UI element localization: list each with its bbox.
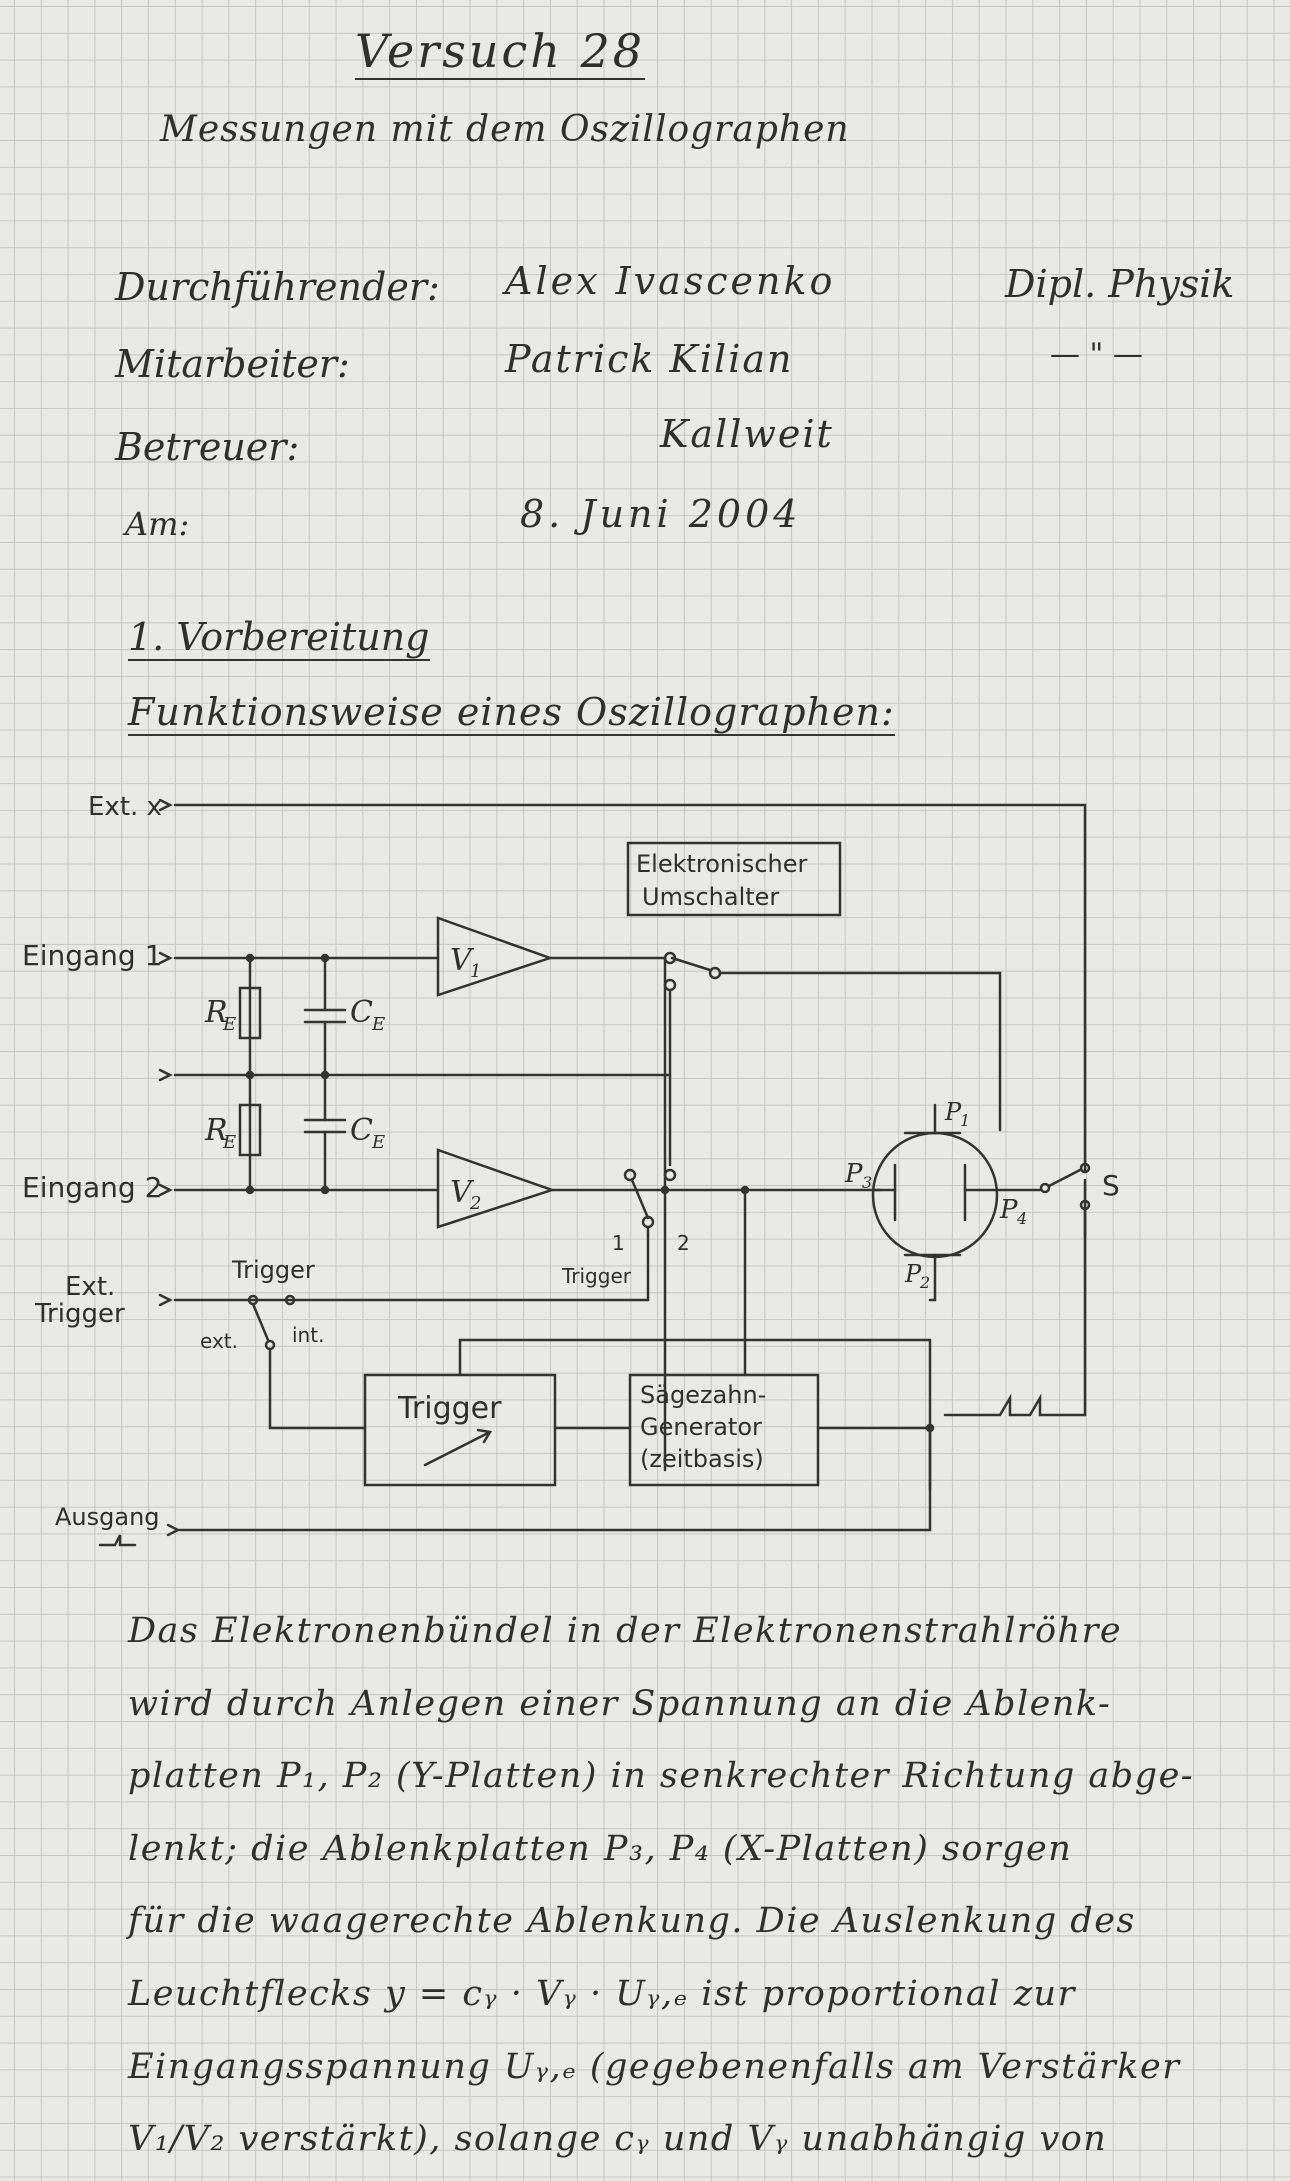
amplifier-v2-label: V xyxy=(450,1175,475,1210)
ce-sub-2: E xyxy=(371,1132,385,1153)
plate-p3-label: P xyxy=(844,1159,863,1189)
plate-p4-label: P xyxy=(999,1195,1018,1225)
generator-label-1: Sägezahn- xyxy=(640,1381,766,1409)
section-heading: 1. Vorbereitung xyxy=(128,615,430,661)
plate-p2-label: P xyxy=(904,1260,922,1288)
paragraph-line: wird durch Anlegen einer Spannung an die… xyxy=(128,1683,1112,1724)
trigger-select-label: Trigger xyxy=(231,1256,315,1284)
switch-position-2: 2 xyxy=(677,1231,690,1255)
switch-s-label: S xyxy=(1102,1169,1120,1202)
plate-p3-sub: 3 xyxy=(862,1173,872,1192)
mitarbeiter-value: Patrick Kilian xyxy=(505,337,794,381)
ce-label-1: C xyxy=(350,995,373,1030)
re-sub-2: E xyxy=(222,1132,236,1153)
experiment-subtitle: Messungen mit dem Oszillographen xyxy=(160,109,850,150)
amplifier-v2-sub: 2 xyxy=(469,1193,481,1214)
ce-label-2: C xyxy=(350,1113,373,1148)
amplifier-v1-sub: 1 xyxy=(470,961,481,982)
plate-p1-label: P xyxy=(944,1098,962,1126)
ausgang-label: Ausgang xyxy=(55,1503,160,1531)
durchfuehrender-label: Durchführender: xyxy=(115,265,440,309)
am-value: 8. Juni 2004 xyxy=(520,492,802,536)
paragraph-line: V₁/V₂ verstärkt), solange cᵧ und Vᵧ unab… xyxy=(128,2119,1108,2160)
oscilloscope-block-diagram: Ext. x Eingang 1 Eingang 2 Ext. Trigger … xyxy=(22,792,1120,1547)
re-sub-1: E xyxy=(222,1014,236,1035)
betreuer-value: Kallweit xyxy=(660,412,834,456)
generator-label-3: (zeitbasis) xyxy=(640,1445,764,1473)
eingang1-label: Eingang 1 xyxy=(22,939,162,972)
plate-p4-sub: 4 xyxy=(1016,1209,1027,1228)
paragraph-line: Eingangsspannung Uᵧ,ₑ (gegebenenfalls am… xyxy=(128,2046,1181,2087)
re-label-2: R xyxy=(204,1113,228,1148)
betreuer-label: Betreuer: xyxy=(115,425,300,469)
section-subheading: Funktionsweise eines Oszillographen: xyxy=(128,690,895,736)
plate-p2-sub: 2 xyxy=(919,1273,930,1292)
ext-trigger-label-2: Trigger xyxy=(34,1299,125,1329)
re-label-1: R xyxy=(204,995,228,1030)
ext-trigger-position: ext. xyxy=(200,1329,238,1353)
paragraph-line: Leuchtflecks y = cᵧ · Vᵧ · Uᵧ,ₑ ist prop… xyxy=(128,1973,1076,2014)
paragraph-line: für die waagerechte Ablenkung. Die Ausle… xyxy=(128,1901,1136,1942)
plate-p1-sub: 1 xyxy=(960,1111,970,1130)
am-label: Am: xyxy=(125,505,190,543)
paragraph-line: platten P₁, P₂ (Y-Platten) in senkrechte… xyxy=(128,1756,1195,1797)
paragraph-line: Das Elektronenbündel in der Elektronenst… xyxy=(128,1611,1123,1651)
umschalter-label-2: Umschalter xyxy=(642,883,779,911)
amplifier-v1-label: V xyxy=(450,943,475,978)
ce-sub-1: E xyxy=(371,1014,385,1035)
umschalter-label-1: Elektronischer xyxy=(636,850,807,878)
ditto-mark: — " — xyxy=(1050,337,1143,372)
mitarbeiter-label: Mitarbeiter: xyxy=(115,342,350,386)
ext-x-label: Ext. x xyxy=(88,792,162,822)
page-title: Versuch 28 xyxy=(355,24,645,80)
eingang2-label: Eingang 2 xyxy=(22,1171,162,1204)
generator-label-2: Generator xyxy=(640,1413,762,1441)
durchfuehrender-value: Alex Ivascenko xyxy=(505,259,836,303)
trigger-switch-label: Trigger xyxy=(561,1264,632,1288)
int-trigger-position: int. xyxy=(292,1323,324,1347)
ext-trigger-label-1: Ext. xyxy=(65,1272,115,1302)
switch-position-1: 1 xyxy=(612,1231,625,1255)
explanation-paragraph: Das Elektronenbündel in der Elektronenst… xyxy=(128,1595,1258,2176)
studiengang-value: Dipl. Physik xyxy=(1005,262,1235,306)
trigger-box-label: Trigger xyxy=(397,1391,502,1426)
paragraph-line: lenkt; die Ablenkplatten P₃, P₄ (X-Platt… xyxy=(128,1828,1073,1869)
